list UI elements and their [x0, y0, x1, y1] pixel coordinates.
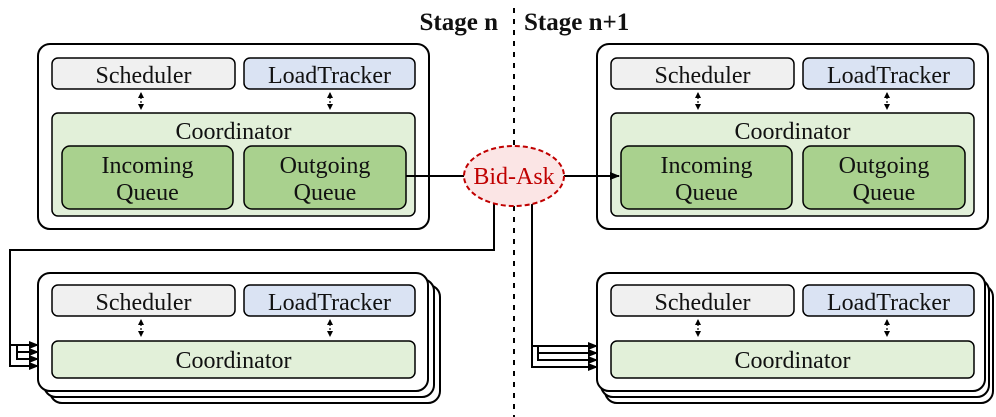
node-stack-stage-n: Scheduler LoadTracker Coordinator	[37, 272, 441, 404]
incoming-queue-box	[61, 145, 234, 210]
scheduler-label: Scheduler	[655, 63, 751, 89]
bid-ask-ellipse	[463, 145, 565, 207]
bidask-to-stage-n-stack-arrow-3	[16, 345, 39, 363]
bidask-to-stage-n-stack-arrow-4	[9, 345, 39, 370]
bid-ask-label: Bid-Ask	[473, 164, 554, 190]
load-tracker-box	[243, 284, 416, 317]
node-stack-stage-n-plus-1: Scheduler LoadTracker Coordinator	[596, 272, 994, 404]
bidask-to-stage-n1-stack-arrow-3	[537, 346, 598, 364]
coordinator-label: Coordinator	[176, 348, 292, 374]
node-stage-n-plus-1-top: Scheduler LoadTracker Coordinator Incomi…	[596, 43, 989, 230]
scheduler-box	[610, 284, 795, 317]
stage-n-label: Stage n	[420, 9, 499, 36]
outgoing-queue-label-line1: Outgoing	[839, 153, 930, 179]
stage-n-plus-1-label: Stage n+1	[524, 9, 629, 36]
load-tracker-label: LoadTracker	[268, 63, 391, 89]
load-tracker-box	[802, 284, 975, 317]
bidask-to-stage-n-stack-arrow-2	[16, 345, 39, 356]
scheduler-box	[51, 284, 236, 317]
bidask-to-stage-n1-stack-arrow-4	[531, 346, 598, 371]
incoming-queue-label-line2: Queue	[675, 180, 738, 206]
coordinator-label: Coordinator	[735, 348, 851, 374]
bidask-to-stage-n-stack-arrow-1	[9, 192, 495, 349]
coordinator-label: Coordinator	[735, 119, 851, 145]
outgoing-queue-label-line2: Queue	[853, 180, 916, 206]
coordinator-box	[51, 340, 416, 379]
outgoing-queue-box	[243, 145, 407, 210]
bidask-to-stage-n1-stack-arrow-1	[531, 190, 598, 350]
load-tracker-label: LoadTracker	[827, 290, 950, 316]
scheduler-box	[610, 57, 795, 90]
scheduler-box	[51, 57, 236, 90]
coordinator-label: Coordinator	[176, 119, 292, 145]
outgoing-queue-label-line2: Queue	[294, 180, 357, 206]
load-tracker-label: LoadTracker	[827, 63, 950, 89]
coordinator-box	[610, 340, 975, 379]
incoming-queue-box	[620, 145, 793, 210]
bidask-to-stage-n1-stack-arrow-2	[537, 346, 598, 357]
incoming-queue-label-line1: Incoming	[661, 153, 753, 179]
node-stage-n-top: Scheduler LoadTracker Coordinator Incomi…	[37, 43, 430, 230]
scheduler-label: Scheduler	[96, 63, 192, 89]
scheduler-label: Scheduler	[655, 290, 751, 316]
load-tracker-label: LoadTracker	[268, 290, 391, 316]
incoming-queue-label-line1: Incoming	[102, 153, 194, 179]
incoming-queue-label-line2: Queue	[116, 180, 179, 206]
load-tracker-box	[802, 57, 975, 90]
outgoing-queue-box	[802, 145, 966, 210]
load-tracker-box	[243, 57, 416, 90]
outgoing-queue-label-line1: Outgoing	[280, 153, 371, 179]
scheduler-label: Scheduler	[96, 290, 192, 316]
